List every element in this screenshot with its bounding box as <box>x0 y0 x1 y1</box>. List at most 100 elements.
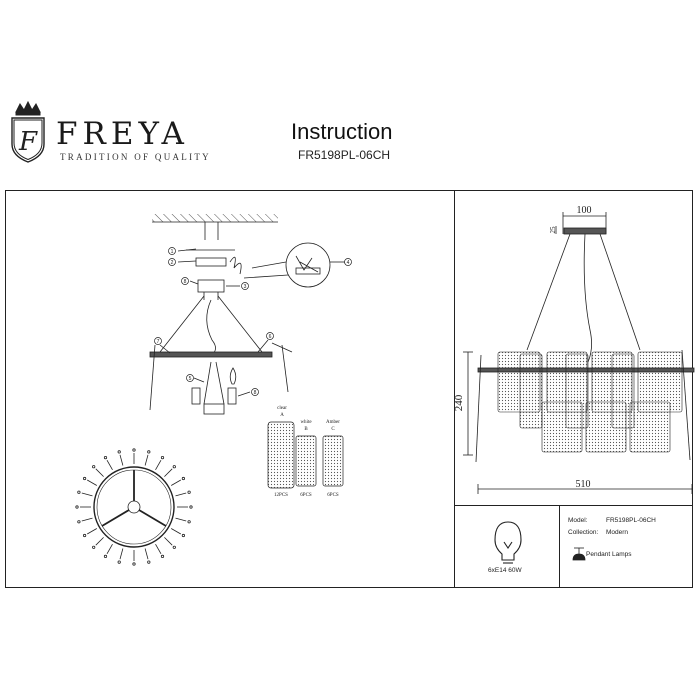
lamp-type: Pendant Lamps <box>586 551 632 558</box>
callout-6: 6 <box>266 332 274 340</box>
top-view-glass-tick <box>164 537 173 546</box>
top-view-glass-tick <box>171 528 181 535</box>
top-view-glass-tick-end <box>103 554 108 559</box>
svg-text:7: 7 <box>157 339 160 345</box>
callout-markers: 1 2 8 3 4 7 6 5 8 <box>154 247 352 396</box>
top-view-glass-tick-end <box>92 465 96 469</box>
top-view-glass-tick-end <box>172 465 176 469</box>
top-view-glass-tick-end <box>75 505 79 509</box>
top-view-glass-ticks <box>75 448 193 566</box>
top-view-glass-tick <box>87 528 97 535</box>
top-view-glass-tick <box>175 517 187 522</box>
glass-c-panel <box>322 435 344 487</box>
top-view-glass-tick <box>119 454 124 466</box>
top-view-glass-tick-end <box>132 562 136 566</box>
assembly-drawing <box>149 214 345 415</box>
frame-horizontal-divider <box>454 505 693 506</box>
top-view-glass-tick-end <box>77 520 81 524</box>
callout-2: 2 <box>168 258 176 266</box>
glass-b-count: 6PCS <box>300 493 312 498</box>
top-view-glass-tick-end <box>160 554 165 559</box>
callout-1: 1 <box>168 247 176 255</box>
instruction-frame <box>5 190 693 588</box>
svg-text:6: 6 <box>269 334 272 340</box>
svg-text:8: 8 <box>184 279 187 285</box>
top-view-glass-tick-end <box>83 533 87 538</box>
callout-8b: 8 <box>251 388 259 396</box>
glass-c-color: Amber <box>326 420 340 425</box>
top-view-glass-tick-end <box>77 490 81 494</box>
spec-model-label: Model: <box>568 517 588 524</box>
dim-height: 240 <box>453 394 465 411</box>
top-view-glass-tick-end <box>147 450 151 454</box>
svg-text:2: 2 <box>171 260 174 266</box>
top-view-glass-tick <box>106 460 113 470</box>
top-view-drawing <box>75 448 193 566</box>
top-view-glass-tick-end <box>181 476 185 481</box>
top-view-glass-tick <box>175 492 187 497</box>
front-view-glass-panel <box>585 401 627 453</box>
top-view-glass-tick-end <box>181 533 185 538</box>
top-view-glass-tick <box>171 479 181 486</box>
top-view-glass-tick <box>119 548 124 560</box>
glass-a-color: clear <box>277 406 287 411</box>
spec-collection-label: Collection: <box>568 529 599 536</box>
front-view-glass-panels <box>497 351 683 453</box>
top-view-glass-tick-end <box>117 560 121 564</box>
front-view-glass-panel <box>519 353 543 429</box>
dimension-drawing <box>463 212 695 494</box>
glass-parts-legend: clear A 12PCS white B 6PCS Amber C 6PCS <box>267 406 344 498</box>
front-view-glass-panel <box>629 401 671 453</box>
callout-5: 5 <box>186 374 194 382</box>
svg-text:4: 4 <box>347 260 350 266</box>
glass-a-count: 12PCS <box>274 493 288 498</box>
top-view-glass-tick <box>95 537 104 546</box>
top-view-glass-tick-end <box>160 455 165 460</box>
top-view-glass-tick-end <box>189 505 193 509</box>
top-view-glass-tick-end <box>172 545 176 549</box>
top-view-glass-tick-end <box>147 560 151 564</box>
top-view-glass-tick <box>155 544 162 554</box>
glass-b-color: white <box>300 420 312 425</box>
callout-3: 3 <box>241 282 249 290</box>
glass-a-panel <box>267 421 295 489</box>
callout-8: 8 <box>181 277 189 285</box>
spec-box-divider <box>559 505 560 588</box>
top-view-glass-tick-end <box>103 455 108 460</box>
top-view-glass-tick-end <box>187 520 191 524</box>
dim-width: 510 <box>576 479 591 490</box>
glass-b-letter: B <box>304 427 308 432</box>
top-view-glass-tick-end <box>83 476 87 481</box>
callout-4: 4 <box>344 258 352 266</box>
svg-text:1: 1 <box>171 249 174 255</box>
glass-c-letter: C <box>331 427 335 432</box>
dim-top-height: 25 <box>549 226 557 234</box>
glass-c-count: 6PCS <box>327 493 339 498</box>
top-view-glass-tick <box>164 468 173 477</box>
top-view-glass-tick-end <box>187 490 191 494</box>
top-view-glass-tick <box>95 468 104 477</box>
bulb-icon <box>494 521 522 564</box>
glass-a-letter: A <box>280 413 284 418</box>
crown-shield-logo-icon: F <box>11 100 45 163</box>
top-view-glass-tick-end <box>132 448 136 452</box>
document-model-code: FR5198PL-06CH <box>298 148 391 162</box>
spec-model-value: FR5198PL-06CH <box>606 517 656 524</box>
glass-b-panel <box>295 435 317 487</box>
top-view-glass-tick <box>106 544 113 554</box>
svg-text:3: 3 <box>244 284 247 290</box>
document-title: Instruction <box>291 119 393 144</box>
callout-7: 7 <box>154 337 162 345</box>
pendant-lamp-icon <box>572 547 586 561</box>
bulb-spec: 6xE14 60W <box>488 567 522 574</box>
spec-collection-value: Modern <box>606 529 629 536</box>
logo-monogram: F <box>18 127 38 157</box>
frame-vertical-divider <box>454 190 455 588</box>
top-view-glass-tick <box>81 517 93 522</box>
front-view-glass-panel <box>541 401 583 453</box>
top-view-glass-tick <box>144 454 149 466</box>
top-view-glass-tick <box>155 460 162 470</box>
top-view-glass-tick <box>81 492 93 497</box>
brand-tagline: TRADITION OF QUALITY <box>60 152 211 162</box>
